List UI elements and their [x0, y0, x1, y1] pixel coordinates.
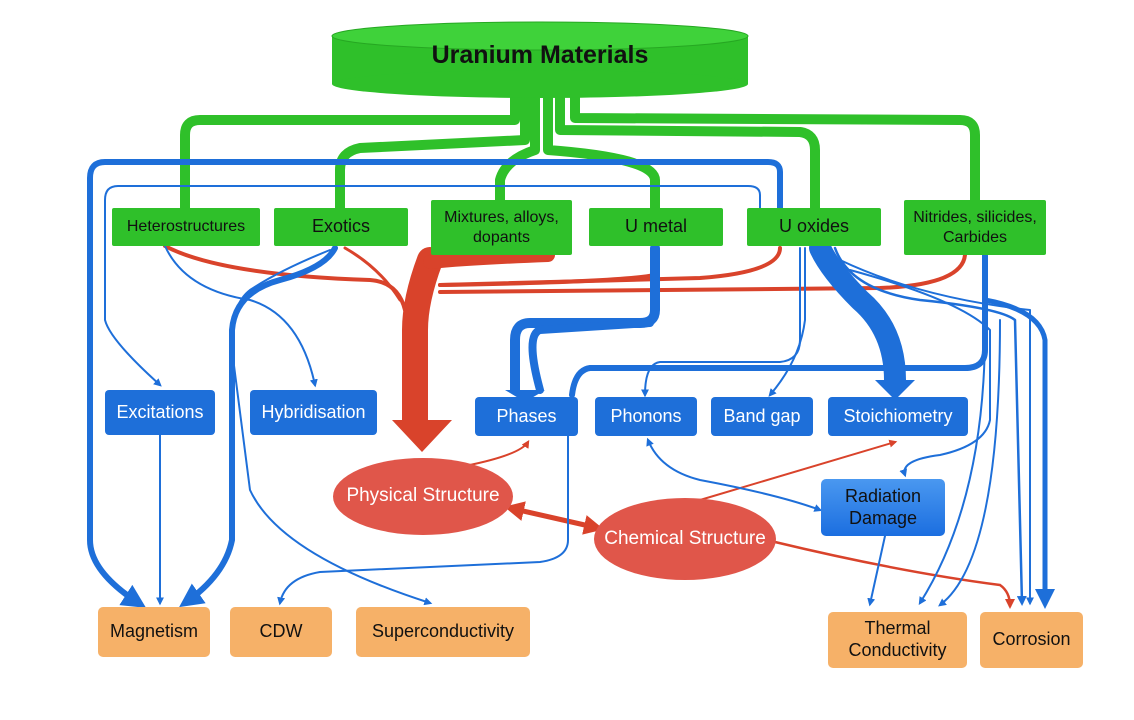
node-u-oxides[interactable]: U oxides: [747, 208, 881, 246]
title-uranium-materials: Uranium Materials: [330, 30, 750, 80]
blue-uoxides-to-corrosion-2: [839, 259, 1034, 606]
blue-phases-head: [505, 390, 545, 402]
node-thermal-conductivity[interactable]: Thermal Conductivity: [828, 612, 967, 668]
node-superconductivity[interactable]: Superconductivity: [356, 607, 530, 657]
node-exotics[interactable]: Exotics: [274, 208, 408, 246]
node-radiation-damage[interactable]: Radiation Damage: [821, 479, 945, 536]
blue-nitrides-to-thermal: [918, 329, 986, 606]
hybridisation-label: Hybridisation: [261, 401, 366, 422]
magnetism-label: Magnetism: [109, 621, 199, 642]
red-uoxides-to-physical: [438, 246, 782, 287]
nitrides-label: Nitrides, silicides, Carbides: [913, 209, 1037, 246]
blue-exotics-to-superconductivity: [230, 249, 433, 606]
blue-uoxides-stoich-thick: [809, 237, 906, 391]
node-phases[interactable]: Phases: [475, 397, 578, 436]
blue-uoxides-to-bandgap: [768, 247, 806, 397]
red-mixtures-flow: [423, 248, 555, 269]
blue-phonons-radiation: [646, 437, 823, 512]
branch-nitrides: [570, 90, 980, 205]
node-corrosion[interactable]: Corrosion: [980, 612, 1083, 668]
node-nitrides[interactable]: Nitrides, silicides, Carbides: [904, 200, 1046, 255]
blue-hetero-to-hybridisation: [164, 245, 318, 388]
u-oxides-label: U oxides: [778, 216, 850, 237]
node-hybridisation[interactable]: Hybridisation: [250, 390, 377, 435]
blue-uoxides-to-magnetism: [87, 159, 783, 608]
chemical-structure-label: Chemical Structure: [604, 527, 766, 549]
blue-arrows: [87, 159, 1055, 609]
thermal-conductivity-label: Thermal Conductivity: [848, 618, 947, 660]
red-big-head: [392, 420, 452, 452]
node-physical-structure[interactable]: Physical Structure: [333, 458, 513, 535]
blue-umetal-phases-thick: [528, 319, 654, 394]
node-mixtures[interactable]: Mixtures, alloys, dopants: [431, 200, 572, 255]
red-nitrides-to-physical: [438, 253, 967, 294]
title-cylinder: [331, 21, 749, 98]
node-magnetism[interactable]: Magnetism: [98, 607, 210, 657]
band-gap-label: Band gap: [723, 405, 801, 426]
phonons-label: Phonons: [610, 405, 682, 426]
red-physical-to-phases: [464, 439, 530, 467]
blue-nitrides-to-thermal-2: [938, 319, 1001, 607]
node-excitations[interactable]: Excitations: [105, 390, 215, 435]
physical-structure-label: Physical Structure: [346, 485, 500, 507]
excitations-label: Excitations: [116, 401, 204, 422]
blue-uoxides-to-radiation: [849, 269, 991, 478]
red-exotics-to-physical: [343, 246, 402, 302]
stoichiometry-label: Stoichiometry: [843, 405, 953, 426]
corrosion-label: Corrosion: [992, 629, 1071, 650]
blue-radiation-to-thermal: [867, 535, 886, 607]
node-band-gap[interactable]: Band gap: [711, 397, 813, 436]
blue-exotics-to-magnetism: [179, 245, 338, 608]
node-chemical-structure[interactable]: Chemical Structure: [594, 498, 776, 580]
phases-label: Phases: [496, 405, 557, 426]
branch-heterostructures: [180, 90, 520, 213]
superconductivity-label: Superconductivity: [371, 621, 515, 642]
node-phonons[interactable]: Phonons: [595, 397, 697, 436]
radiation-damage-label: Radiation Damage: [844, 485, 922, 528]
exotics-label: Exotics: [311, 216, 371, 237]
blue-umetal-to-phases: [510, 243, 660, 395]
node-heterostructures[interactable]: Heterostructures: [112, 208, 260, 246]
red-physical-chemical: [504, 501, 604, 535]
green-branches: [180, 84, 980, 213]
branch-exotics: [335, 90, 530, 213]
heterostructures-label: Heterostructures: [126, 218, 246, 236]
title-label: Uranium Materials: [431, 41, 649, 69]
node-cdw[interactable]: CDW: [230, 607, 332, 657]
blue-uoxides-to-phonons: [641, 247, 801, 398]
node-stoichiometry[interactable]: Stoichiometry: [828, 397, 968, 436]
node-u-metal[interactable]: U metal: [589, 208, 723, 246]
mixtures-label: Mixtures, alloys, dopants: [444, 209, 559, 246]
blue-stoich-head: [875, 380, 915, 400]
blue-phases-to-cdw: [277, 434, 569, 606]
branch-u-oxides: [555, 90, 820, 213]
big-red-flow: [402, 247, 443, 433]
blue-uoxides-to-excitations: [104, 185, 761, 387]
u-metal-label: U metal: [624, 216, 687, 237]
cdw-label: CDW: [259, 621, 303, 642]
